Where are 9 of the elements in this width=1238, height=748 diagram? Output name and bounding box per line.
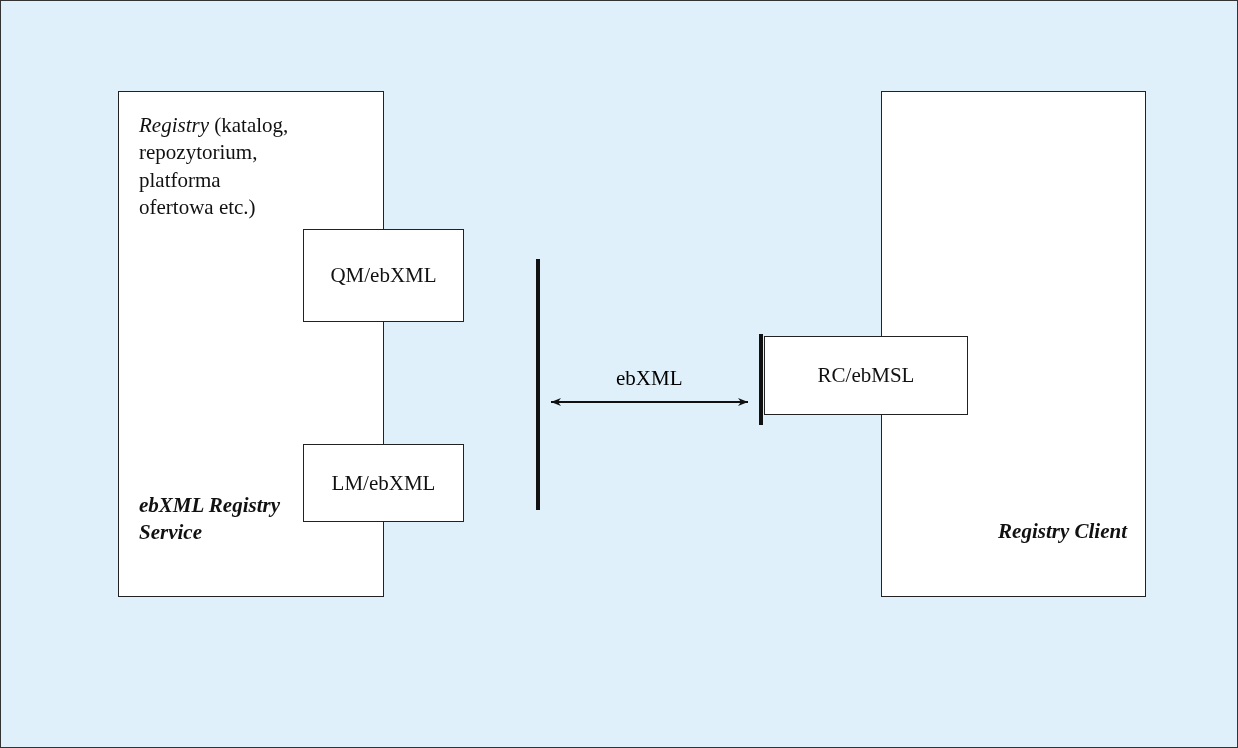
interface-bar xyxy=(536,259,540,510)
arrow xyxy=(550,398,749,406)
component-title: ebXML Registry Service xyxy=(139,492,281,547)
module-box: LM/ebXML xyxy=(303,444,464,522)
interface-bar xyxy=(759,334,763,425)
module-box: QM/ebXML xyxy=(303,229,464,322)
module-box: RC/ebMSL xyxy=(764,336,968,415)
component-title: Registry Client xyxy=(997,518,1127,545)
description-text: Registry (katalog, repozytorium, platforma ofertowa etc.) xyxy=(139,112,289,221)
